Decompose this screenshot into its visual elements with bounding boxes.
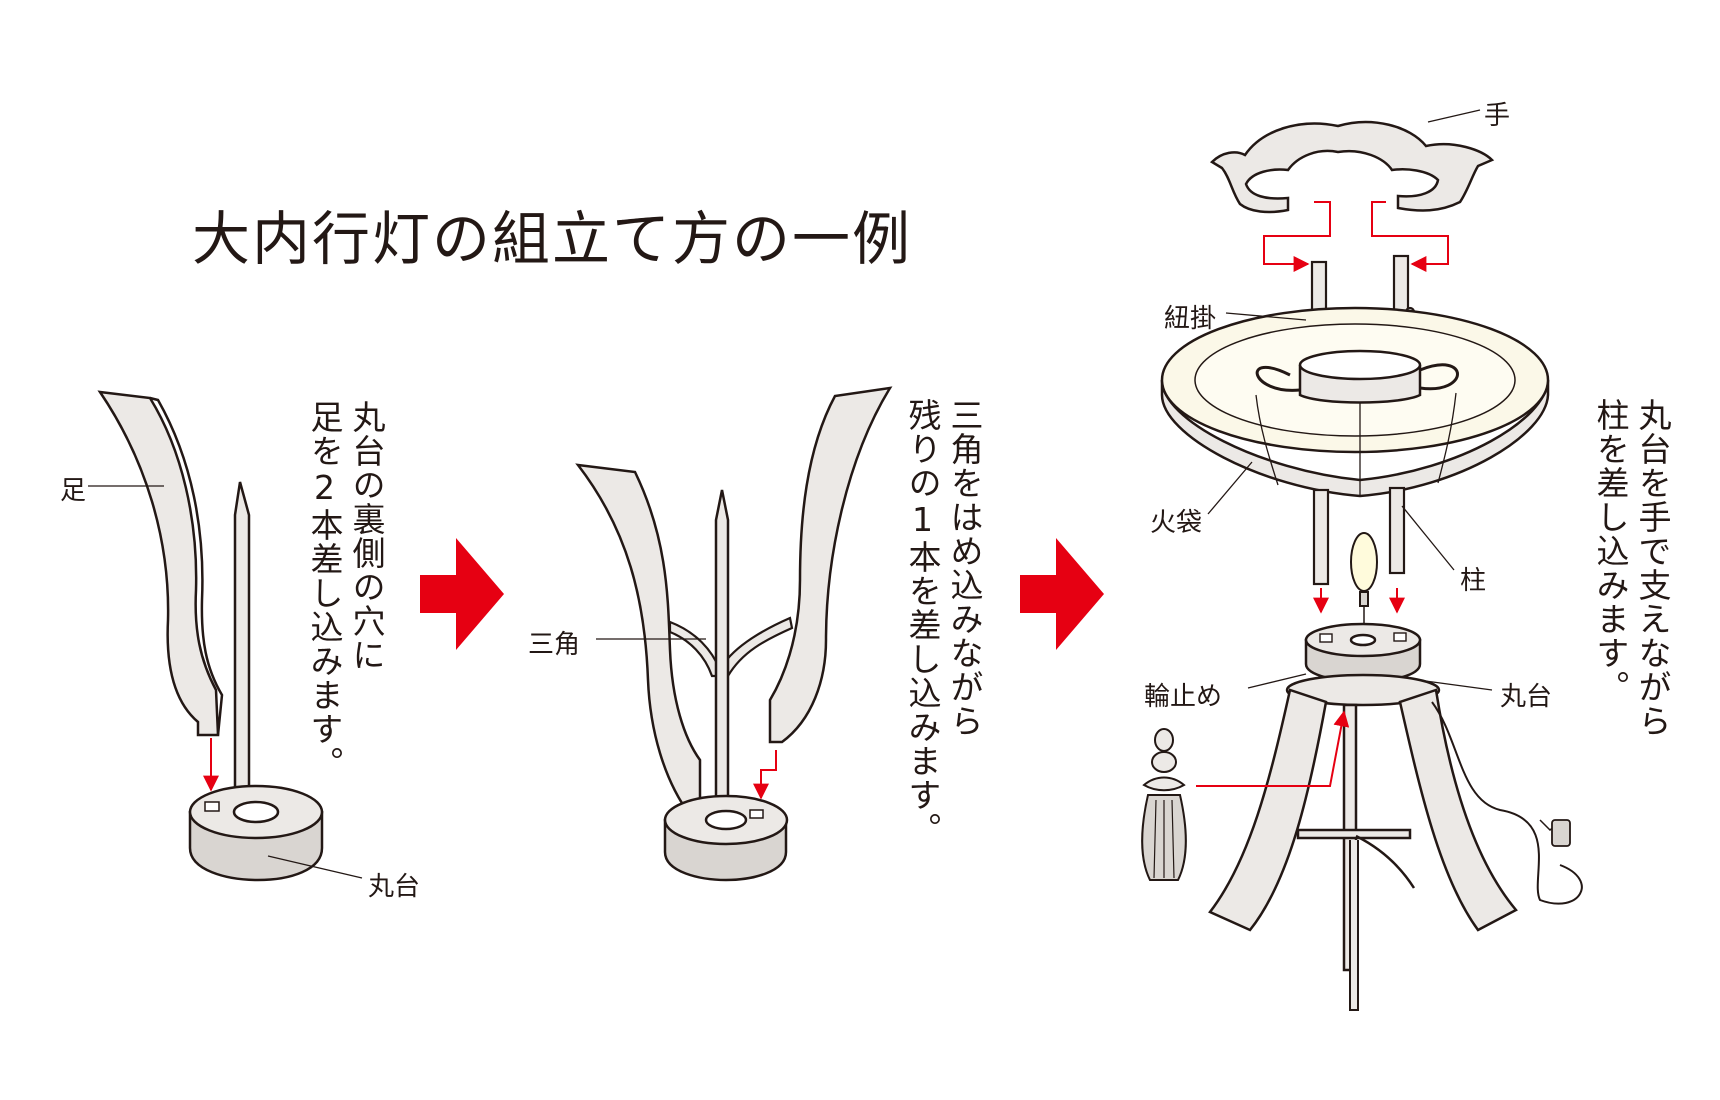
- step1-leg: [97, 390, 224, 737]
- step3-instruction-line1: 丸台を手で支えながら: [1633, 398, 1672, 738]
- label-base: 丸台: [368, 872, 421, 902]
- arrow-right-icon: [1020, 538, 1104, 650]
- step3-handle-arrow-left: [1263, 201, 1331, 272]
- page-title: 大内行灯の組立て方の一例: [192, 205, 913, 273]
- leader-base-1: [267, 855, 363, 879]
- step2-instruction-line1: 三角をはめ込みながら: [945, 398, 984, 738]
- step3-instruction-line2: 柱を差し込みます。: [1591, 398, 1630, 704]
- step3-handle-arrow-right: [1371, 201, 1449, 272]
- step3-pillars: [1312, 486, 1406, 586]
- step2-insert-arrow: [753, 750, 777, 800]
- label-leg: 足: [60, 476, 87, 506]
- label-triangle: 三角: [528, 630, 581, 660]
- label-pillar: 柱: [1460, 566, 1487, 596]
- leader-cord-hook: [1225, 312, 1307, 321]
- label-ring-stopper: 輪止め: [1144, 682, 1223, 712]
- step2-base: [663, 794, 789, 882]
- label-cord-hook: 紐掛: [1164, 304, 1217, 334]
- label-base: 丸台: [1500, 682, 1553, 712]
- label-handle: 手: [1484, 101, 1511, 131]
- leader-handle: [1427, 109, 1481, 123]
- step1-instruction-line2: 足を2本差し込みます。: [305, 400, 344, 780]
- leader-base-3: [1417, 679, 1493, 691]
- step2-legs: [575, 386, 893, 817]
- step3-ring-arrow: [1196, 710, 1350, 787]
- leader-ring-stopper: [1247, 673, 1307, 689]
- step3-base-stand: [1208, 622, 1583, 1011]
- label-lantern-bag: 火袋: [1150, 508, 1203, 538]
- leader-pillar: [1401, 505, 1455, 571]
- step3-handle: [1209, 120, 1495, 214]
- step1-base: [188, 784, 324, 882]
- step3-lantern-bag: [1160, 306, 1550, 498]
- step2-triangle: [668, 616, 794, 678]
- step3-tassel: [1141, 728, 1187, 881]
- leader-lantern-bag: [1207, 461, 1253, 515]
- arrow-right-icon: [420, 538, 504, 650]
- step1-instruction-line1: 丸台の裏側の穴に: [347, 400, 386, 672]
- step2-instruction-line2: 残りの1本を差し込みます。: [903, 398, 942, 846]
